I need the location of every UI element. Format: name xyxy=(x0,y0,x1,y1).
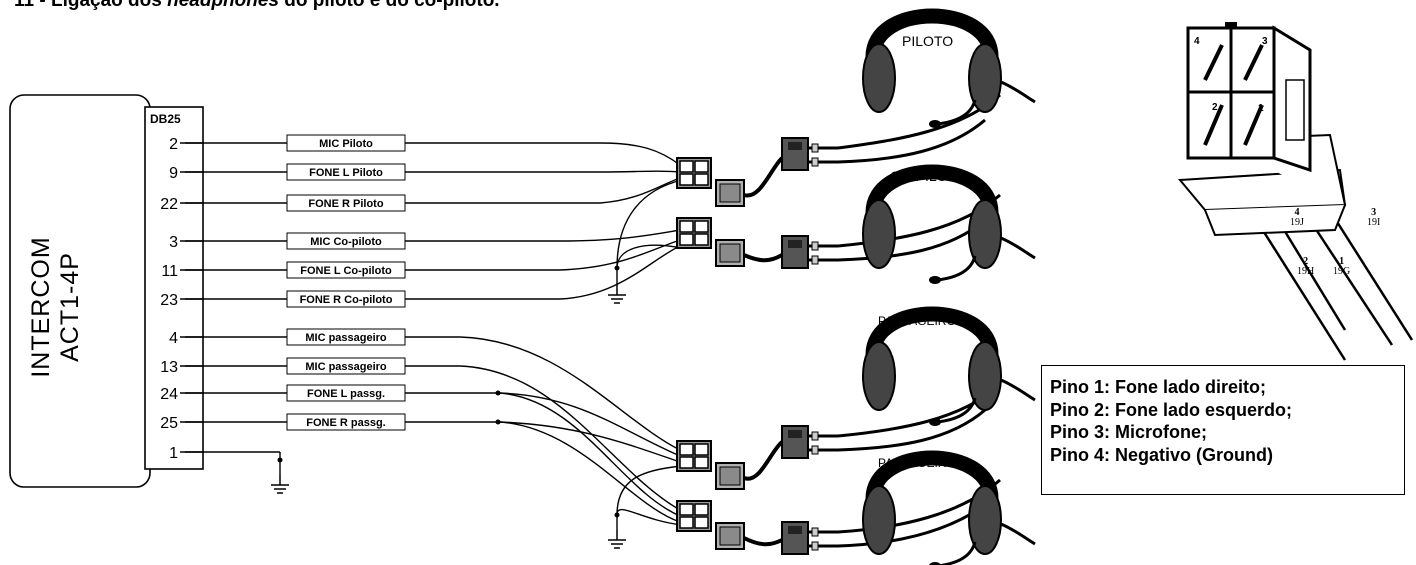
connector-detail-drawing xyxy=(1177,22,1414,361)
wire-label: FONE R passg. xyxy=(306,417,385,429)
pin-number: 22 xyxy=(160,196,178,213)
wire-label: MIC Co-piloto xyxy=(310,236,382,248)
pin-layer: 2 MIC Piloto 9 FONE L Piloto 22 FONE R Piloto… xyxy=(160,134,406,462)
splitter-passenger-2 xyxy=(780,520,840,556)
socket-copilot xyxy=(715,239,745,267)
pin-number: 11 xyxy=(161,263,178,280)
ground-symbol-intercom xyxy=(270,474,290,494)
wire-label-box xyxy=(286,357,406,375)
headset-label-passenger-1: PASSAGEIRO xyxy=(878,314,956,328)
intercom-name-line1: INTERCOM xyxy=(27,236,55,378)
wire-label-box xyxy=(286,261,406,279)
pin-wires xyxy=(185,142,683,530)
wire-label-box xyxy=(286,232,406,250)
ground-symbol-passenger xyxy=(607,529,627,549)
db25-connector-box xyxy=(144,106,204,470)
wire-label-box xyxy=(286,163,406,181)
splitter-passenger-1 xyxy=(780,424,840,460)
wire-label-box xyxy=(286,290,406,308)
wire-label: FONE R Co-piloto xyxy=(300,294,393,306)
wire-label-box xyxy=(286,328,406,346)
plug-pilot xyxy=(676,157,712,189)
pin-number: 13 xyxy=(160,359,178,376)
headset-label-passenger-2: PASSAGEIRO xyxy=(878,456,956,470)
pin-number: 2 xyxy=(169,136,178,153)
wire-label-box xyxy=(286,134,406,152)
page-heading: 11 - Ligação dos headphones do piloto e … xyxy=(14,0,500,12)
wire-label: FONE L Piloto xyxy=(309,167,383,179)
legend-item: Pino 2: Fone lado esquerdo; xyxy=(1050,399,1293,420)
wire-label-box xyxy=(286,194,406,212)
wire-label: FONE L Co-piloto xyxy=(300,265,392,277)
pin-legend: Pino 1: Fone lado direito; Pino 2: Fone … xyxy=(1041,365,1405,495)
cavity-number-4: 4 xyxy=(1194,36,1200,47)
db25-label: DB25 xyxy=(150,112,181,126)
pin-number: 3 xyxy=(169,234,178,251)
pin-number: 4 xyxy=(169,330,178,347)
wire-label-box xyxy=(286,413,406,431)
legend-item: Pino 1: Fone lado direito; xyxy=(1050,377,1266,397)
headset-label-pilot: PILOTO xyxy=(902,33,954,49)
pin-number: 25 xyxy=(160,415,178,432)
socket-pilot xyxy=(715,179,745,207)
cavity-number-3: 3 xyxy=(1262,36,1268,47)
splitter-copilot xyxy=(780,234,840,270)
legend-item: Pino 3: Microfone; xyxy=(1050,422,1207,442)
intercom-name: INTERCOM ACT1-4P xyxy=(27,236,85,397)
headset-passenger-1 xyxy=(863,314,1035,426)
headset-copilot xyxy=(863,172,1035,284)
headset-label-copilot: CO-PILOTO xyxy=(890,168,967,184)
cavity-number-1: 1 xyxy=(1258,103,1264,114)
pin-number: 1 xyxy=(169,445,178,462)
wire-label: MIC passageiro xyxy=(305,361,387,373)
plug-passenger-2 xyxy=(676,500,712,532)
socket-passenger-2 xyxy=(715,522,745,550)
wire-label: MIC Piloto xyxy=(319,138,373,150)
pin-number: 23 xyxy=(160,292,178,309)
pin-number: 24 xyxy=(160,386,178,403)
wire-label: MIC passageiro xyxy=(305,332,387,344)
heading-suffix: do piloto e do co-piloto. xyxy=(279,0,500,11)
wire-label-box xyxy=(286,384,406,402)
plug-passenger-1 xyxy=(676,440,712,472)
wire-label: FONE L passg. xyxy=(307,388,385,400)
intercom-name-line2: ACT1-4P xyxy=(56,252,84,362)
cavity-number-2: 2 xyxy=(1212,102,1218,113)
splitter-pilot xyxy=(780,136,840,172)
heading-italic: headphones xyxy=(167,0,280,11)
socket-passenger-1 xyxy=(715,462,745,490)
plug-copilot xyxy=(676,217,712,249)
pin-number: 9 xyxy=(169,165,178,182)
legend-item: Pino 4: Negativo (Ground) xyxy=(1050,444,1273,465)
heading-prefix: 11 - Ligação dos xyxy=(14,0,168,11)
wire-label: FONE R Piloto xyxy=(308,198,383,210)
